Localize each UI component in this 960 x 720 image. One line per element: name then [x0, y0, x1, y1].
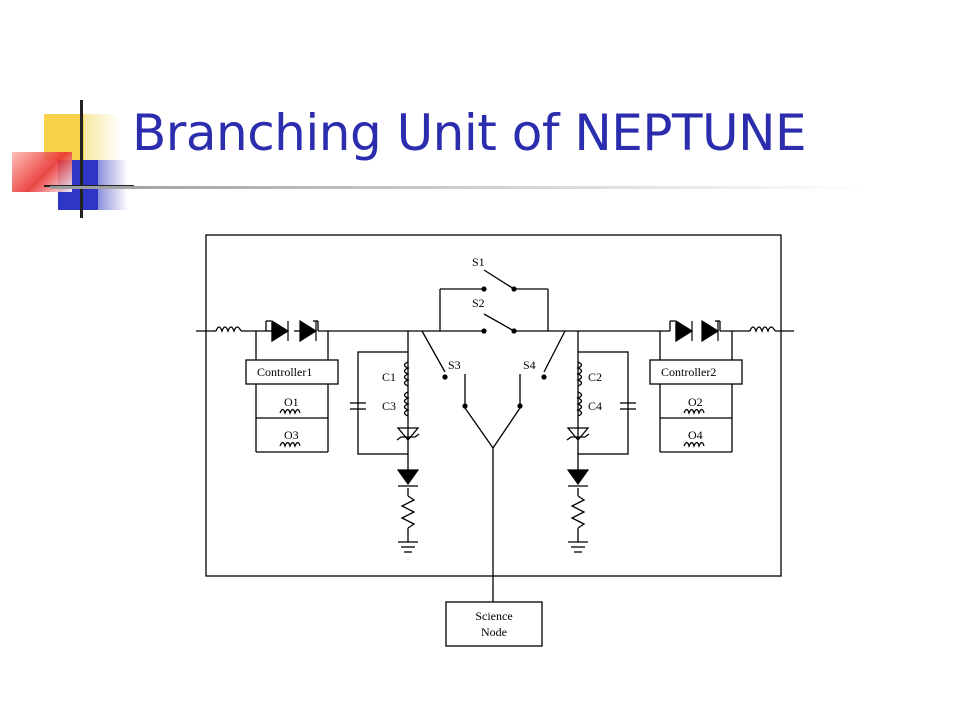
- diode-lower-left: [396, 469, 420, 486]
- label-node: Node: [481, 625, 507, 639]
- label-o4: O4: [688, 428, 703, 442]
- bus-inductor-right: [749, 326, 776, 333]
- label-s4: S4: [523, 358, 536, 372]
- coil-o3: [279, 441, 301, 448]
- switch-s1-blade: [483, 269, 515, 290]
- bus-inductor-left: [215, 326, 242, 333]
- label-s2: S2: [472, 296, 485, 310]
- resistor-left: [400, 495, 416, 529]
- capacitor-right: [620, 402, 636, 410]
- label-o2: O2: [688, 395, 703, 409]
- slide-title: Branching Unit of NEPTUNE: [132, 104, 807, 162]
- label-s1: S1: [472, 255, 485, 269]
- controller1-box: [245, 359, 339, 385]
- diode-right-a: [675, 319, 694, 343]
- coil-c2: [576, 361, 583, 387]
- decorative-logo: [0, 100, 140, 220]
- label-controller1: Controller1: [257, 365, 312, 379]
- resistor-right: [570, 495, 586, 529]
- label-c3: C3: [382, 399, 396, 413]
- coil-c4: [576, 391, 583, 417]
- coil-c1: [403, 361, 410, 387]
- coil-o4: [683, 441, 705, 448]
- label-o1: O1: [284, 395, 299, 409]
- coil-o2: [683, 408, 705, 415]
- ground-left: [398, 541, 418, 553]
- coil-o1: [279, 408, 301, 415]
- zener-right: [566, 427, 590, 442]
- science-node-box: [445, 601, 543, 647]
- label-o3: O3: [284, 428, 299, 442]
- diode-right-b: [701, 319, 720, 343]
- controller2-box: [649, 359, 743, 385]
- label-s3: S3: [448, 358, 461, 372]
- label-c4: C4: [588, 399, 602, 413]
- diode-left-b: [299, 319, 318, 343]
- label-c2: C2: [588, 370, 602, 384]
- coil-c3: [403, 391, 410, 417]
- label-controller2: Controller2: [661, 365, 716, 379]
- title-underline: [50, 186, 870, 189]
- label-c1: C1: [382, 370, 396, 384]
- diode-lower-right: [566, 469, 590, 486]
- label-science: Science: [475, 609, 512, 623]
- zener-left: [396, 427, 420, 442]
- diode-left-a: [271, 319, 290, 343]
- switch-s2-blade: [483, 313, 515, 332]
- capacitor-left: [350, 402, 366, 410]
- ground-right: [568, 541, 588, 553]
